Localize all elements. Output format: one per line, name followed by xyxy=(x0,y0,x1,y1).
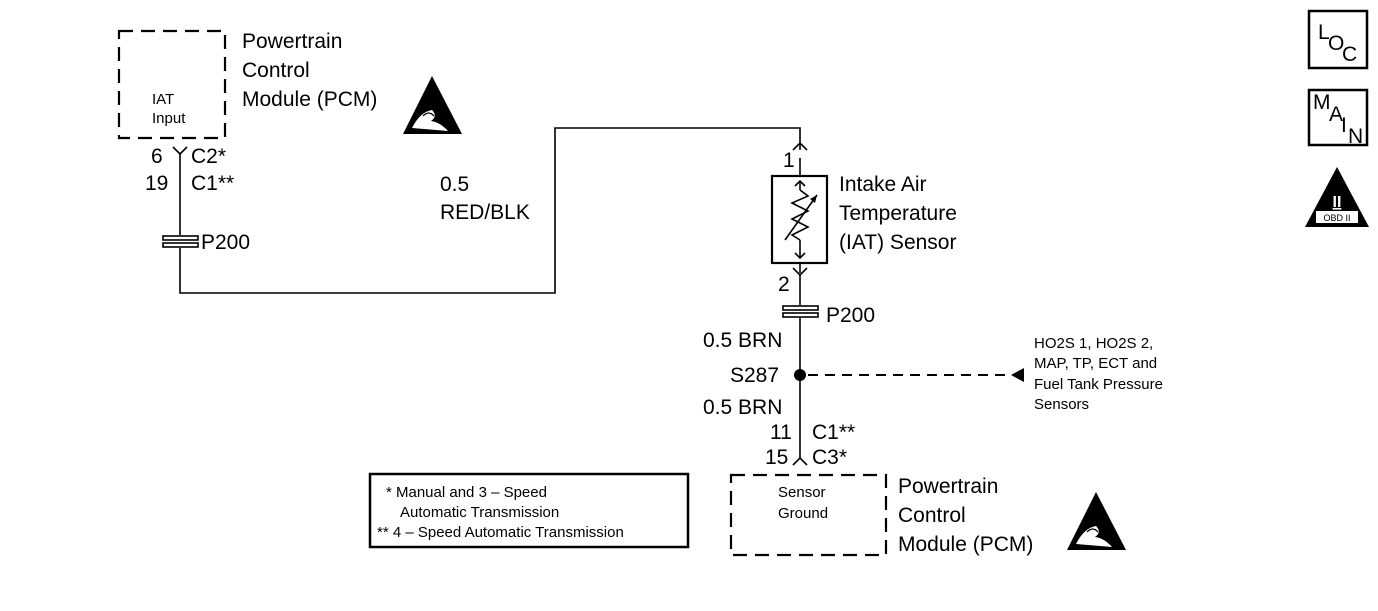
thermistor-icon xyxy=(784,179,818,260)
wire-top-color: RED/BLK xyxy=(440,201,530,224)
pcm-top-box-line-2: Input xyxy=(152,110,186,127)
shared-ground-line-3: Fuel Tank Pressure xyxy=(1034,376,1163,393)
pcm-top-pin-2: 19 xyxy=(145,172,168,195)
legend: * Manual and 3 – Speed Automatic Transmi… xyxy=(368,472,690,549)
main-button[interactable]: M A I N xyxy=(1307,88,1369,148)
pcm-bottom-connector: 11 C1** 15 C3* xyxy=(765,421,855,469)
pcm-top-title-line-3: Module (PCM) xyxy=(242,88,377,111)
wire-brn-lower: 0.5 BRN xyxy=(703,396,782,419)
pcm-top-conn-1: C2* xyxy=(191,145,226,168)
pcm-bottom-box-line-1: Sensor xyxy=(778,484,826,501)
esd-warning-icon-bottom xyxy=(1067,492,1126,550)
loc-button-o: O xyxy=(1328,32,1344,55)
shared-ground-line-4: Sensors xyxy=(1034,396,1089,413)
main-button-n: N xyxy=(1348,125,1363,148)
obd-ii-button[interactable]: II OBD II xyxy=(1305,167,1369,227)
shared-ground-label: HO2S 1, HO2S 2, MAP, TP, ECT and Fuel Ta… xyxy=(1034,335,1163,413)
pcm-bottom-conn-2: C3* xyxy=(812,446,847,469)
main-button-a: A xyxy=(1329,103,1343,126)
sensor-pin-out: 2 xyxy=(778,273,790,296)
splice-bottom-connector: P200 xyxy=(782,304,875,327)
splice-bottom-label: P200 xyxy=(826,304,875,327)
pcm-top-title-line-2: Control xyxy=(242,59,310,82)
shared-ground-arrow-icon xyxy=(1011,368,1024,382)
shared-ground-line-2: MAP, TP, ECT and xyxy=(1034,355,1157,372)
pcm-bottom-pin-1: 11 xyxy=(770,421,792,444)
pcm-top-conn-2: C1** xyxy=(191,172,234,195)
pcm-top-title-line-1: Powertrain xyxy=(242,30,342,53)
wire-top-gauge: 0.5 xyxy=(440,173,469,196)
pcm-bottom-box xyxy=(729,473,888,557)
shared-ground-line-1: HO2S 1, HO2S 2, xyxy=(1034,335,1153,352)
pcm-top-box-line-1: IAT xyxy=(152,91,174,108)
legend-line-1: * Manual and 3 – Speed xyxy=(386,484,547,501)
obd-ii-numeral: II xyxy=(1333,194,1342,211)
splice-joint-label: S287 xyxy=(730,364,779,387)
pcm-bottom-title-line-3: Module (PCM) xyxy=(898,533,1033,556)
wire-red-blk xyxy=(179,127,801,294)
sensor-pin-in: 1 xyxy=(783,149,795,172)
esd-warning-icon-top xyxy=(403,76,462,134)
pcm-top-box xyxy=(117,29,227,140)
splice-top-connector: P200 xyxy=(162,231,250,254)
pcm-bottom-title-line-2: Control xyxy=(898,504,966,527)
loc-button-c: C xyxy=(1342,43,1357,66)
pcm-top: IAT Input Powertrain Control Module (PCM… xyxy=(117,29,377,140)
loc-button-l: L xyxy=(1318,21,1330,44)
pcm-bottom-pin-2: 15 xyxy=(765,446,788,469)
pcm-bottom-title-line-1: Powertrain xyxy=(898,475,998,498)
sensor-title-line-3: (IAT) Sensor xyxy=(839,231,956,254)
obd-ii-label: OBD II xyxy=(1323,213,1350,223)
pcm-bottom-box-line-2: Ground xyxy=(778,505,828,522)
legend-line-3: ** 4 – Speed Automatic Transmission xyxy=(377,524,624,541)
legend-line-2: Automatic Transmission xyxy=(400,504,559,521)
splice-joint-dot xyxy=(794,369,806,381)
pcm-top-connector: 6 C2* 19 C1** xyxy=(145,145,234,195)
pcm-bottom: Sensor Ground Powertrain Control Module … xyxy=(729,473,1033,557)
pcm-bottom-conn-1: C1** xyxy=(812,421,855,444)
sensor-title-line-1: Intake Air xyxy=(839,173,927,196)
pcm-top-pin-1: 6 xyxy=(151,145,163,168)
legend-box xyxy=(368,472,690,549)
iat-sensor: 1 Intake Air Temperature (IAT) Sensor 2 xyxy=(770,141,957,296)
splice-top-label: P200 xyxy=(201,231,250,254)
main-button-m: M xyxy=(1313,91,1331,114)
sensor-title-line-2: Temperature xyxy=(839,202,957,225)
main-button-i: I xyxy=(1341,114,1347,137)
loc-button[interactable]: L O C xyxy=(1307,9,1369,70)
wire-brn-upper: 0.5 BRN xyxy=(703,329,782,352)
